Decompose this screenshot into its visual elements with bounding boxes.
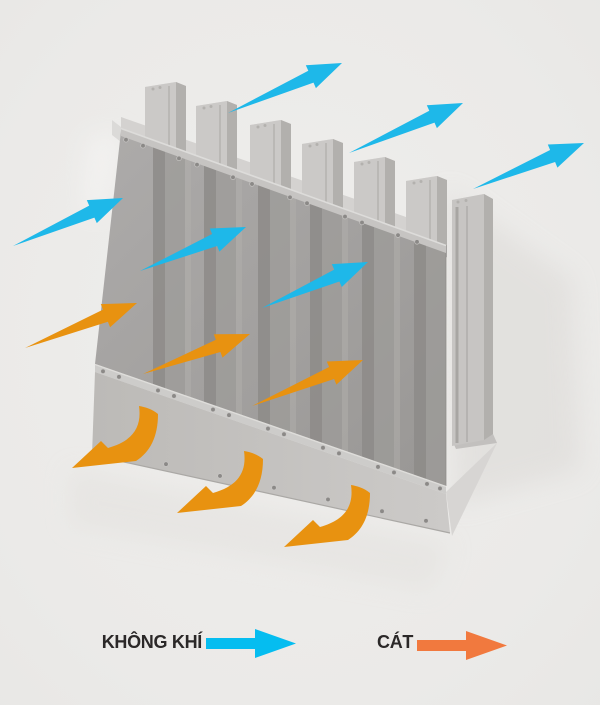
sand-fall-arrows: [72, 406, 370, 547]
air-arrow: [13, 198, 123, 246]
sand-arrow: [25, 303, 137, 348]
air-arrow: [349, 103, 463, 153]
louver-fin-right: [452, 194, 497, 449]
air-arrow: [262, 262, 368, 308]
air-arrow: [228, 63, 342, 113]
air-legend-label: KHÔNG KHÍ: [101, 632, 203, 652]
sand-fall-arrow: [72, 406, 158, 468]
air-arrow-icon: [206, 629, 296, 658]
louver-fin: [406, 176, 447, 258]
sand-arrow: [143, 334, 250, 374]
sand-arrow: [252, 360, 363, 406]
air-arrow: [140, 227, 246, 271]
sand-flow-arrows: [25, 303, 363, 406]
sand-fall-arrow: [177, 451, 263, 513]
sand-legend-label: CÁT: [377, 632, 414, 652]
air-arrow: [473, 143, 584, 189]
air-flow-arrows: [13, 63, 584, 308]
sand-fall-arrow: [284, 485, 370, 547]
sand-arrow-icon: [417, 631, 507, 660]
